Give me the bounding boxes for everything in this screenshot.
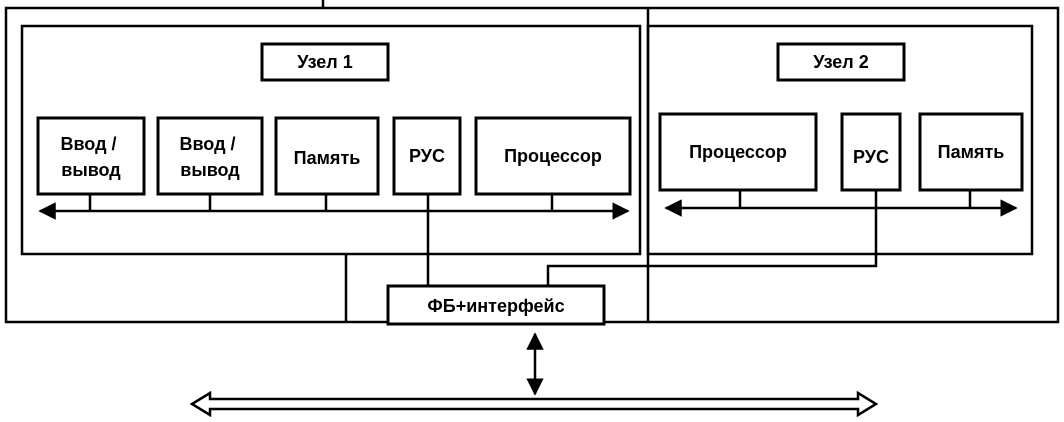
- interface-label: ФБ+интерфейс: [427, 296, 564, 316]
- outer-frame: [4, 6, 1060, 324]
- node1-frame: [20, 24, 642, 256]
- processor-block-1: [474, 116, 632, 196]
- node2-title: Узел 2: [813, 52, 868, 72]
- node1-title-box: [260, 42, 390, 82]
- io-block-1-label: Ввод / вывод: [60, 134, 121, 180]
- node2-title-box: [776, 42, 906, 82]
- rus-block-2-label: РУС: [853, 147, 889, 167]
- processor-block-2-label: Процессор: [689, 142, 787, 162]
- node2-frame: [646, 24, 1034, 256]
- rus-block-1-label: РУС: [409, 146, 445, 166]
- memory-block-2: [918, 112, 1024, 192]
- rus2-to-interface-line: [546, 190, 878, 286]
- memory-block-2-label: Память: [938, 142, 1005, 162]
- processor-block-2: [658, 112, 818, 192]
- rus-block-1: [392, 116, 462, 196]
- memory-block-1: [274, 116, 380, 196]
- system-bus-arrow: [189, 390, 879, 418]
- io-block-2-label: Ввод / вывод: [179, 134, 240, 180]
- node1-title: Узел 1: [297, 52, 352, 72]
- io-block-2: [156, 116, 264, 196]
- io-block-1: [36, 116, 146, 196]
- interface-box: [386, 284, 606, 326]
- rus-block-2: [840, 112, 902, 192]
- memory-block-1-label: Память: [294, 148, 361, 168]
- processor-block-1-label: Процессор: [504, 146, 602, 166]
